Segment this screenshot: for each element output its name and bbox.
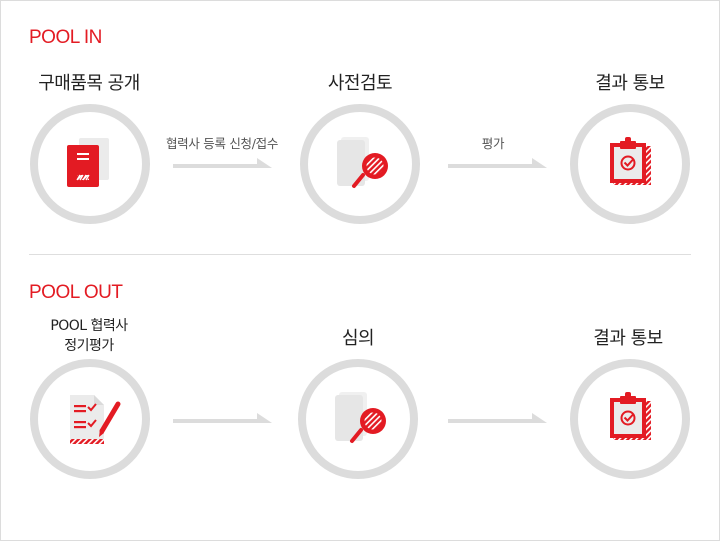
red-document-icon	[67, 138, 111, 192]
step-circle-pre-review	[300, 104, 420, 224]
arrow-right	[448, 155, 548, 174]
step-label-pre-review: 사전검토	[327, 73, 393, 94]
arrow-right	[448, 410, 548, 429]
pool-out-title: POOL OUT	[29, 282, 123, 303]
clipboard-check-icon	[609, 392, 653, 446]
step-label-result-notice: 결과 통보	[595, 73, 665, 94]
checklist-pen-icon	[68, 395, 124, 451]
step-circle-result-notice-out	[570, 359, 690, 479]
document-magnifier-icon	[335, 392, 391, 452]
step-label-line1: POOL 협력사	[50, 318, 128, 334]
pool-in-title: POOL IN	[29, 27, 102, 48]
arrow-label-evaluation: 평가	[481, 136, 505, 151]
step-circle-deliberation	[298, 359, 418, 479]
step-circle-periodic-evaluation	[30, 359, 150, 479]
arrow-right	[173, 410, 273, 429]
step-circle-result-notice	[570, 104, 690, 224]
step-circle-purchase-items	[30, 104, 150, 224]
step-label-result-notice-out: 결과 통보	[593, 328, 663, 349]
step-label-periodic-evaluation: POOL 협력사 정기평가	[9, 316, 169, 356]
clipboard-check-icon	[609, 137, 653, 191]
arrow-label-register: 협력사 등록 신청/접수	[165, 136, 279, 151]
document-magnifier-icon	[337, 137, 393, 197]
step-label-line2: 정기평가	[64, 338, 114, 354]
arrow-right	[173, 155, 273, 174]
section-divider	[29, 254, 691, 255]
step-label-deliberation: 심의	[341, 328, 375, 349]
step-label-purchase-items: 구매품목 공개	[38, 73, 140, 94]
